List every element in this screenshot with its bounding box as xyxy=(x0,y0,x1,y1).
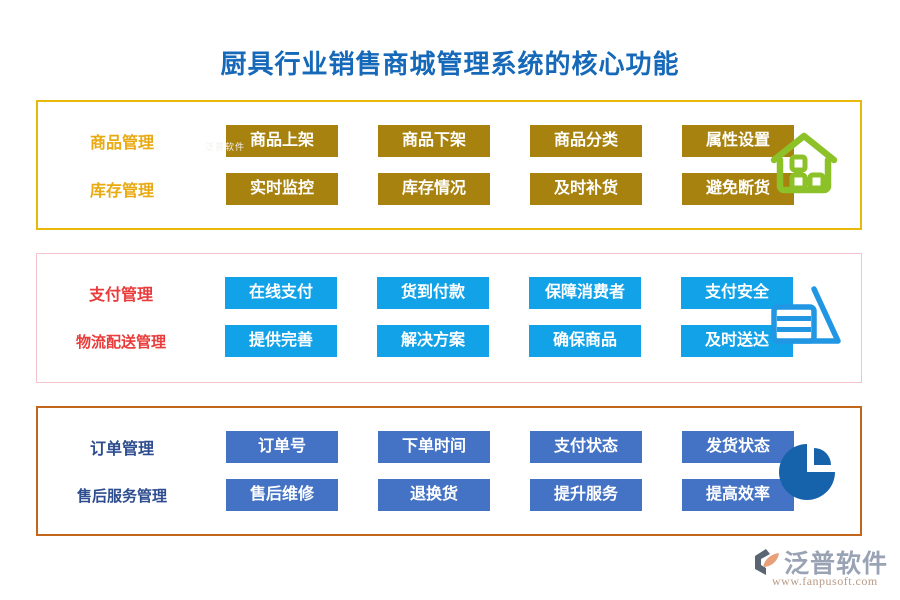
chip-cell: 确保商品 xyxy=(509,325,661,357)
row-label: 订单管理 xyxy=(89,441,154,458)
row-label: 售后服务管理 xyxy=(76,487,167,505)
row-inventory-management: 库存管理 实时监控 库存情况 及时补货 避免断货 xyxy=(38,172,860,206)
section-rows: 支付管理 在线支付 货到付款 保障消费者 支付安全 xyxy=(37,254,861,382)
section-icon-slot xyxy=(763,276,847,360)
chip-cell: 货到付款 xyxy=(357,277,509,309)
chip-cell: 提高效率 xyxy=(662,479,814,511)
chip-return-exchange[interactable]: 退换货 xyxy=(378,479,490,511)
chip-cell: 订单号 xyxy=(206,431,358,463)
chip-avoid-stockout[interactable]: 避免断货 xyxy=(682,173,794,205)
chip-cell: 下单时间 xyxy=(358,431,510,463)
chip-payment-security[interactable]: 支付安全 xyxy=(681,277,793,309)
pie-chart-icon xyxy=(771,438,837,505)
row-label: 库存管理 xyxy=(89,183,154,200)
page-title: 厨具行业销售商城管理系统的核心功能 xyxy=(220,49,680,79)
section-product-inventory: 商品管理 商品上架 商品下架 商品分类 属性设置 xyxy=(36,100,862,230)
chip-cell: 保障消费者 xyxy=(509,277,661,309)
section-icon-slot xyxy=(762,429,846,513)
logo-url: www.fanpusoft.com xyxy=(772,574,878,588)
chip-product-delisting[interactable]: 商品下架 xyxy=(378,125,490,157)
chip-payment-status[interactable]: 支付状态 xyxy=(530,431,642,463)
chip-cell: 实时监控 xyxy=(206,173,358,205)
chip-cell: 解决方案 xyxy=(357,325,509,357)
chip-cell: 商品下架 xyxy=(358,125,510,157)
chip-cell: 库存情况 xyxy=(358,173,510,205)
row-label: 物流配送管理 xyxy=(75,333,166,351)
row-logistics-management: 物流配送管理 提供完善 解决方案 确保商品 及时送达 xyxy=(37,324,861,358)
section-rows: 商品管理 商品上架 商品下架 商品分类 属性设置 xyxy=(38,102,860,228)
document-triangle-icon xyxy=(768,283,842,354)
chip-cell: 在线支付 xyxy=(205,277,357,309)
chip-protect-consumer[interactable]: 保障消费者 xyxy=(529,277,641,309)
chip-cell: 属性设置 xyxy=(662,125,814,157)
chip-cell: 避免断货 xyxy=(662,173,814,205)
chip-provide-complete[interactable]: 提供完善 xyxy=(225,325,337,357)
section-rows: 订单管理 订单号 下单时间 支付状态 发货状态 xyxy=(38,408,860,534)
row-product-management: 商品管理 商品上架 商品下架 商品分类 属性设置 xyxy=(38,124,860,158)
chip-realtime-monitor[interactable]: 实时监控 xyxy=(226,173,338,205)
chip-cell: 发货状态 xyxy=(662,431,814,463)
chip-cell: 商品分类 xyxy=(510,125,662,157)
warehouse-house-icon xyxy=(768,130,840,201)
brand-logo[interactable]: 泛普软件 www.fanpusoft.com xyxy=(752,546,892,592)
chip-cell: 支付状态 xyxy=(510,431,662,463)
chip-improve-efficiency[interactable]: 提高效率 xyxy=(682,479,794,511)
chip-cell: 售后维修 xyxy=(206,479,358,511)
chip-group: 订单号 下单时间 支付状态 发货状态 xyxy=(206,431,860,463)
chip-cash-on-delivery[interactable]: 货到付款 xyxy=(377,277,489,309)
row-aftersales-management: 售后服务管理 售后维修 退换货 提升服务 提高效率 xyxy=(38,478,860,512)
section-icon-slot xyxy=(762,123,846,207)
chip-order-number[interactable]: 订单号 xyxy=(226,431,338,463)
chip-cell: 商品上架 xyxy=(206,125,358,157)
section-payment-logistics: 支付管理 在线支付 货到付款 保障消费者 支付安全 xyxy=(36,253,862,383)
chip-solution[interactable]: 解决方案 xyxy=(377,325,489,357)
chip-cell: 退换货 xyxy=(358,479,510,511)
chip-ensure-goods[interactable]: 确保商品 xyxy=(529,325,641,357)
row-label: 支付管理 xyxy=(88,287,153,304)
chip-attribute-settings[interactable]: 属性设置 xyxy=(682,125,794,157)
fanpu-mark-icon xyxy=(752,548,782,576)
section-order-aftersales: 订单管理 订单号 下单时间 支付状态 发货状态 xyxy=(36,406,862,536)
chip-order-time[interactable]: 下单时间 xyxy=(378,431,490,463)
chip-group: 在线支付 货到付款 保障消费者 支付安全 xyxy=(205,277,861,309)
chip-online-payment[interactable]: 在线支付 xyxy=(225,277,337,309)
row-payment-management: 支付管理 在线支付 货到付款 保障消费者 支付安全 xyxy=(37,276,861,310)
chip-timely-restock[interactable]: 及时补货 xyxy=(530,173,642,205)
chip-group: 售后维修 退换货 提升服务 提高效率 xyxy=(206,479,860,511)
chip-product-listing[interactable]: 商品上架 xyxy=(226,125,338,157)
chip-group: 实时监控 库存情况 及时补货 避免断货 xyxy=(206,173,860,205)
chip-cell: 及时补货 xyxy=(510,173,662,205)
chip-aftersales-repair[interactable]: 售后维修 xyxy=(226,479,338,511)
chip-product-category[interactable]: 商品分类 xyxy=(530,125,642,157)
chip-stock-status[interactable]: 库存情况 xyxy=(378,173,490,205)
chip-cell: 提供完善 xyxy=(205,325,357,357)
chip-improve-service[interactable]: 提升服务 xyxy=(530,479,642,511)
row-order-management: 订单管理 订单号 下单时间 支付状态 发货状态 xyxy=(38,430,860,464)
row-label: 商品管理 xyxy=(89,135,154,152)
logo-name: 泛普软件 xyxy=(784,549,889,578)
chip-cell: 提升服务 xyxy=(510,479,662,511)
chip-cell: 支付安全 xyxy=(661,277,813,309)
chip-group: 商品上架 商品下架 商品分类 属性设置 xyxy=(206,125,860,157)
chip-shipping-status[interactable]: 发货状态 xyxy=(682,431,794,463)
